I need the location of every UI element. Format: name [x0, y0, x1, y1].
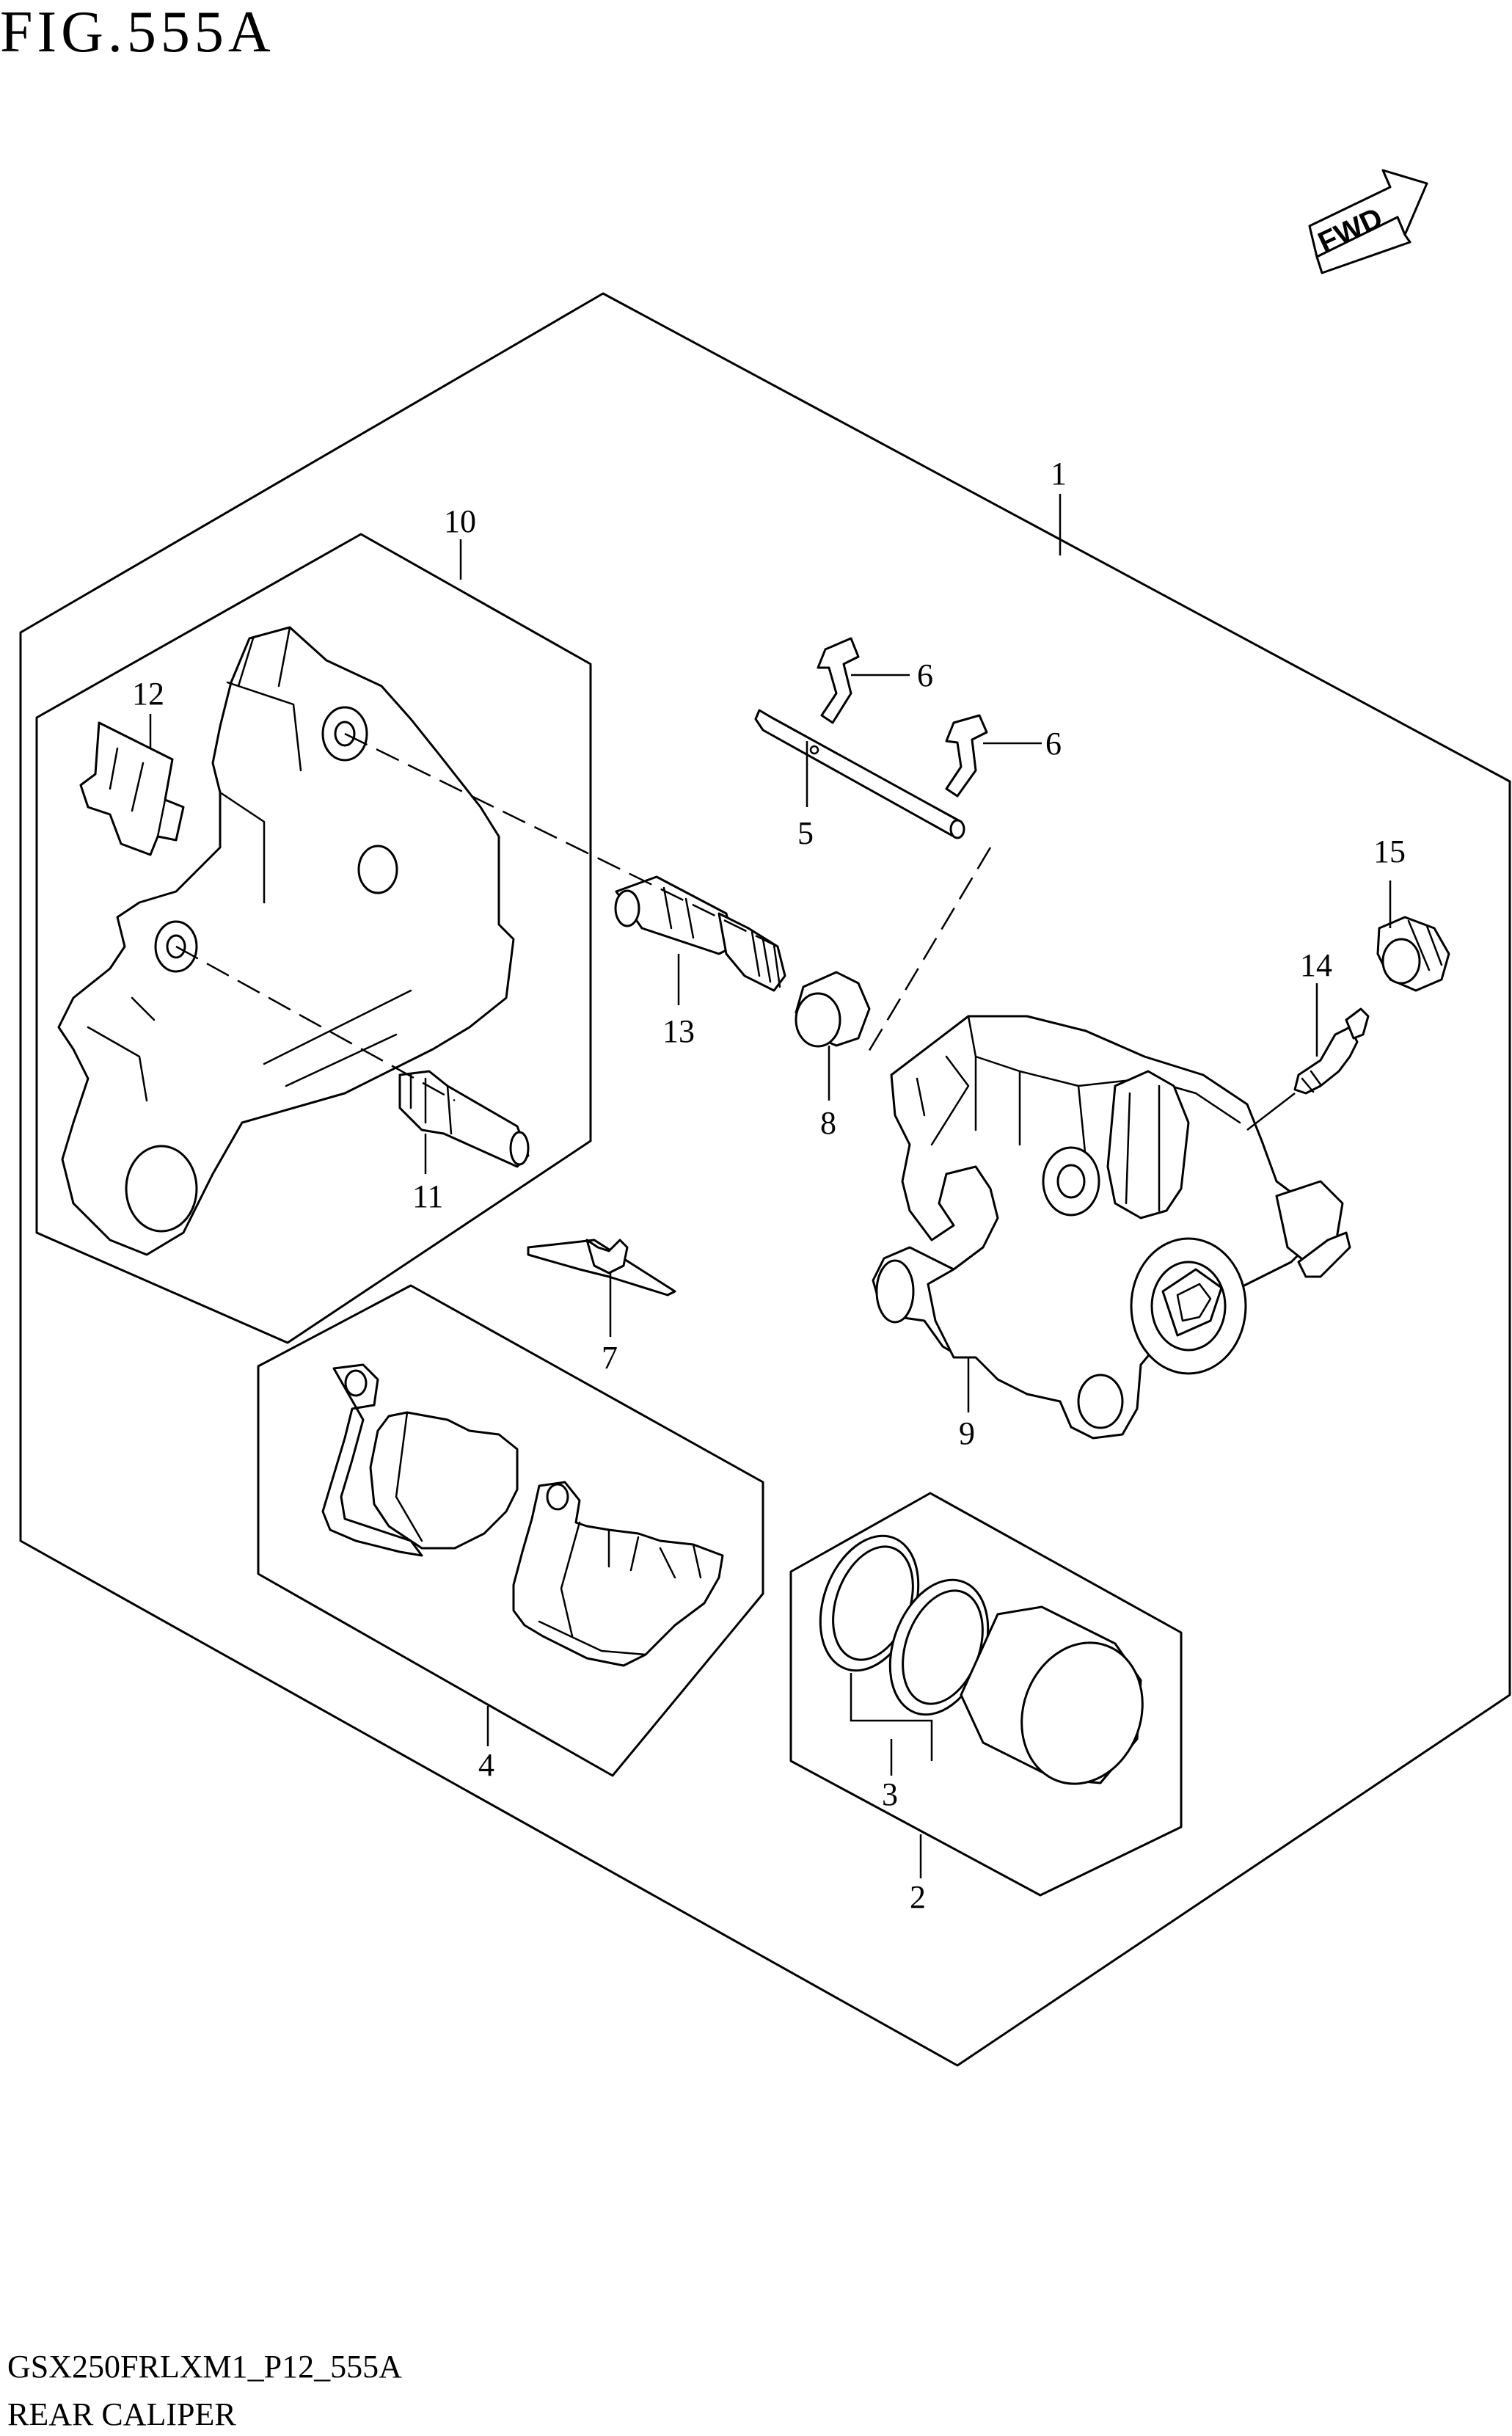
part-6-pin-clip-b	[945, 714, 988, 798]
part-4-brake-pad-b	[512, 1481, 724, 1667]
callout-8: 8	[820, 1105, 836, 1141]
part-7-pad-retainer	[527, 1239, 676, 1297]
callout-14: 14	[1300, 947, 1332, 983]
fwd-arrow-icon: FWD	[1308, 169, 1428, 274]
callout-4: 4	[478, 1747, 494, 1783]
figure-title: FIG.555A	[0, 0, 275, 65]
part-6-pin-clip-a	[817, 637, 860, 724]
part-11-slide-pin	[398, 1070, 530, 1168]
callout-3: 3	[882, 1776, 898, 1812]
callout-1: 1	[1051, 456, 1067, 492]
part-12-pad-spring	[79, 721, 185, 856]
callout-5: 5	[797, 815, 814, 851]
part-10-caliper-bracket	[57, 626, 515, 1256]
callout-2: 2	[910, 1879, 926, 1915]
callout-15: 15	[1373, 834, 1406, 869]
diagram-caption: REAR CALIPER	[7, 2396, 236, 2432]
part-5-pad-pin	[754, 709, 965, 839]
callout-7: 7	[602, 1340, 618, 1376]
callout-6a: 6	[917, 657, 933, 693]
diagram-code: GSX250FRLXM1_P12_555A	[7, 2349, 402, 2385]
part-13-slide-pin	[614, 875, 786, 992]
callout-13: 13	[662, 1013, 695, 1049]
subassembly-outline-piston	[789, 1492, 1183, 1897]
part-8-pin-boot	[795, 971, 871, 1048]
callout-10: 10	[444, 503, 476, 539]
callout-12: 12	[132, 676, 164, 712]
callout-9: 9	[959, 1415, 975, 1451]
part-4-brake-pad-a	[321, 1363, 519, 1557]
subassembly-outline-bracket	[35, 533, 592, 1344]
callout-6b: 6	[1045, 726, 1062, 762]
assembly-outline-caliper	[19, 292, 1511, 2067]
callout-11: 11	[412, 1178, 443, 1214]
part-14-bleeder-valve	[1293, 1007, 1370, 1095]
caliper-body	[890, 1015, 1351, 1440]
part-15-bleeder-cap	[1376, 916, 1450, 992]
subassembly-outline-pads	[257, 1284, 764, 1777]
part-2-piston	[960, 1605, 1144, 1785]
part-3-piston-seal-b	[888, 1578, 990, 1716]
